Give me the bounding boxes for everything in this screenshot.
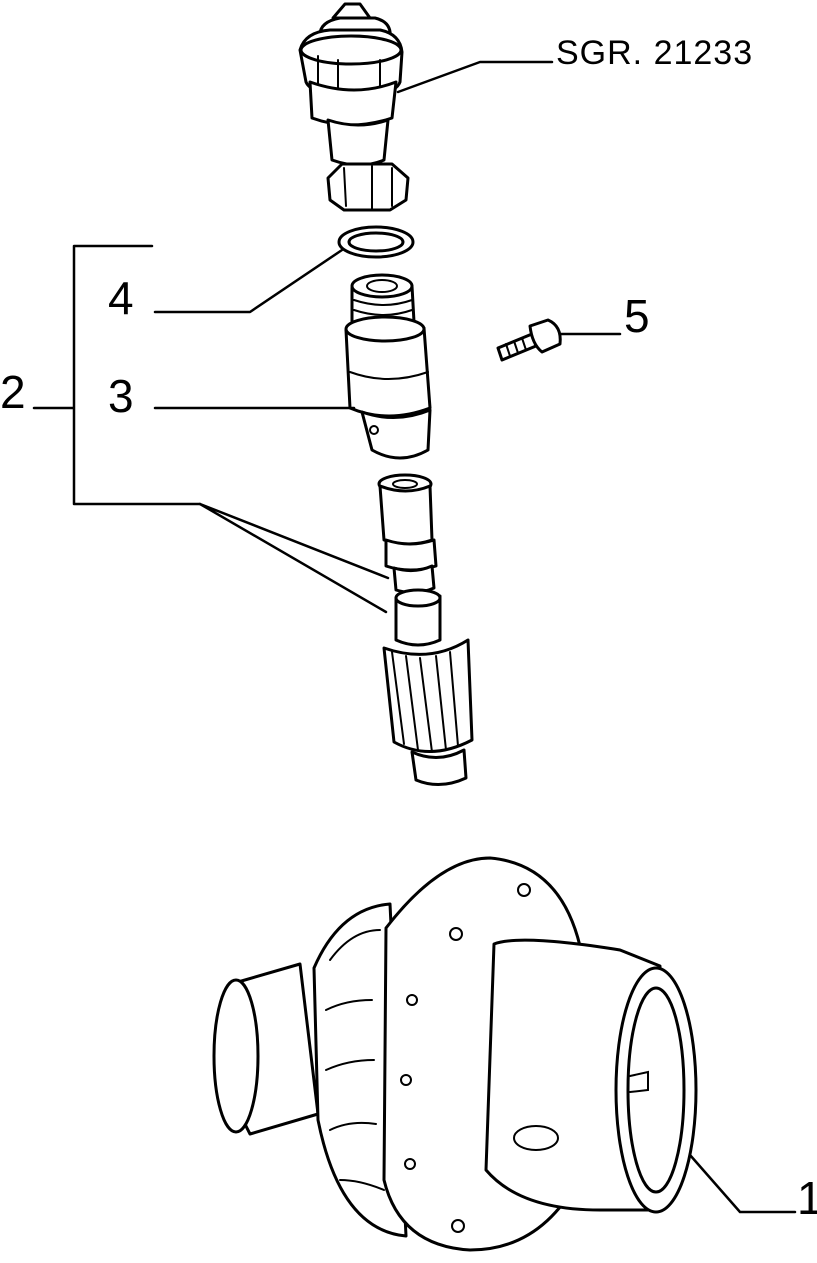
callout-5: 5 [624,290,650,342]
callout-3: 3 [108,370,134,422]
helical-gear [382,588,474,786]
callout-2: 2 [0,366,26,418]
callout-4: 4 [108,272,134,324]
bolt [496,318,562,362]
leader-lines [32,60,797,1214]
callout-labels: SGR. 21233 1 2 3 4 5 [0,34,817,1224]
speedometer-sensor [298,2,410,212]
leader-reference [396,60,554,94]
o-ring [337,225,415,259]
reference-code: SGR. 21233 [556,34,753,72]
leader-1 [688,1153,797,1214]
drive-bushing [344,273,432,460]
bracket-2-arrows [198,502,390,614]
bracket-2 [32,244,202,506]
leader-4 [153,248,344,314]
differential-housing [212,856,698,1252]
pinion-shaft [377,473,438,595]
callout-1: 1 [797,1172,817,1224]
